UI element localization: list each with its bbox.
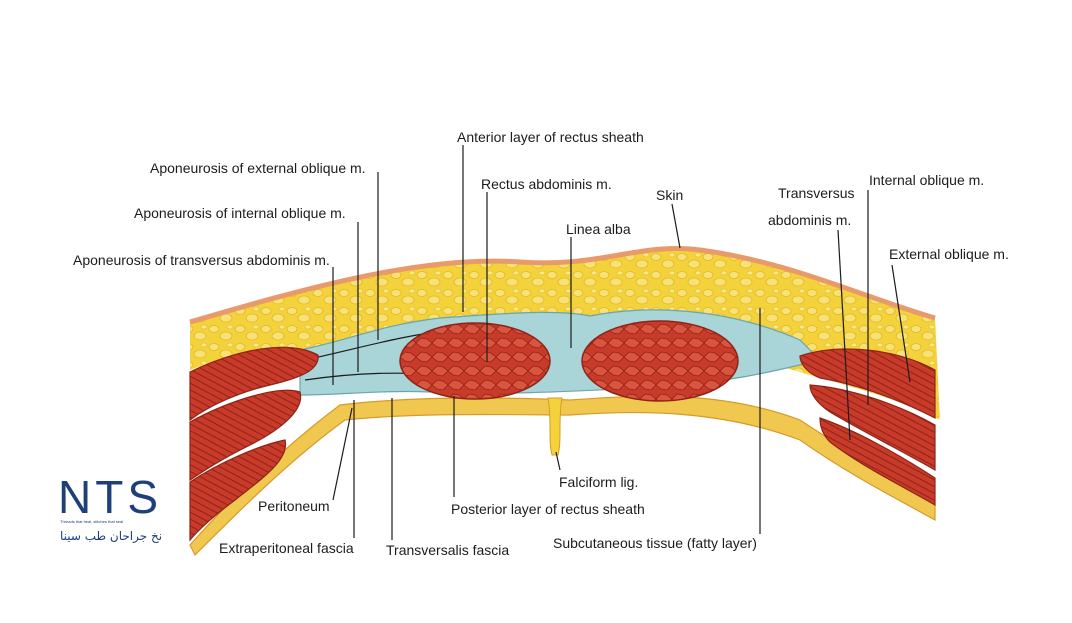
label-aponeurosis-internal: Aponeurosis of internal oblique m. — [134, 205, 346, 221]
label-subcutaneous: Subcutaneous tissue (fatty layer) — [553, 535, 757, 551]
left-transversus-muscle — [189, 439, 287, 542]
logo-persian: نخ جراحان طب سینا — [60, 529, 162, 544]
label-extraperitoneal: Extraperitoneal fascia — [219, 540, 354, 556]
leader-external-oblique — [891, 264, 911, 383]
label-linea-alba: Linea alba — [566, 221, 631, 237]
leader-transversus — [837, 229, 851, 441]
skin-layer — [189, 245, 936, 325]
label-external-oblique: External oblique m. — [889, 246, 1009, 262]
label-transversalis: Transversalis fascia — [386, 542, 509, 558]
label-aponeurosis-transversus: Aponeurosis of transversus abdominis m. — [73, 252, 330, 268]
falciform-ligament-shape — [547, 397, 563, 456]
label-internal-oblique: Internal oblique m. — [869, 172, 984, 188]
label-posterior-layer: Posterior layer of rectus sheath — [451, 501, 645, 517]
leader-falciform — [555, 451, 561, 471]
peritoneum-layer — [189, 395, 936, 557]
left-external-oblique-muscle — [189, 346, 319, 422]
label-anterior-layer: Anterior layer of rectus sheath — [457, 129, 644, 145]
logo-tagline: Threads that heal, stitches that seal — [60, 519, 123, 524]
label-skin: Skin — [656, 187, 683, 203]
leader-skin — [671, 203, 681, 249]
label-rectus-abdominis: Rectus abdominis m. — [481, 176, 612, 192]
nts-logo: NTS Threads that heal, stitches that sea… — [58, 471, 162, 544]
label-transversus-2: abdominis m. — [768, 212, 851, 228]
label-peritoneum: Peritoneum — [258, 498, 330, 514]
right-internal-oblique-muscle — [809, 384, 936, 472]
label-transversus-1: Transversus — [778, 185, 855, 201]
left-internal-oblique-muscle — [189, 389, 302, 482]
right-rectus-abdominis — [581, 320, 739, 402]
leader-peritoneum — [332, 407, 353, 501]
label-falciform: Falciform lig. — [559, 474, 638, 490]
logo-letters: NTS — [58, 471, 162, 523]
label-aponeurosis-external: Aponeurosis of external oblique m. — [150, 160, 366, 176]
left-rectus-abdominis — [399, 322, 551, 400]
right-transversus-muscle — [819, 417, 936, 507]
